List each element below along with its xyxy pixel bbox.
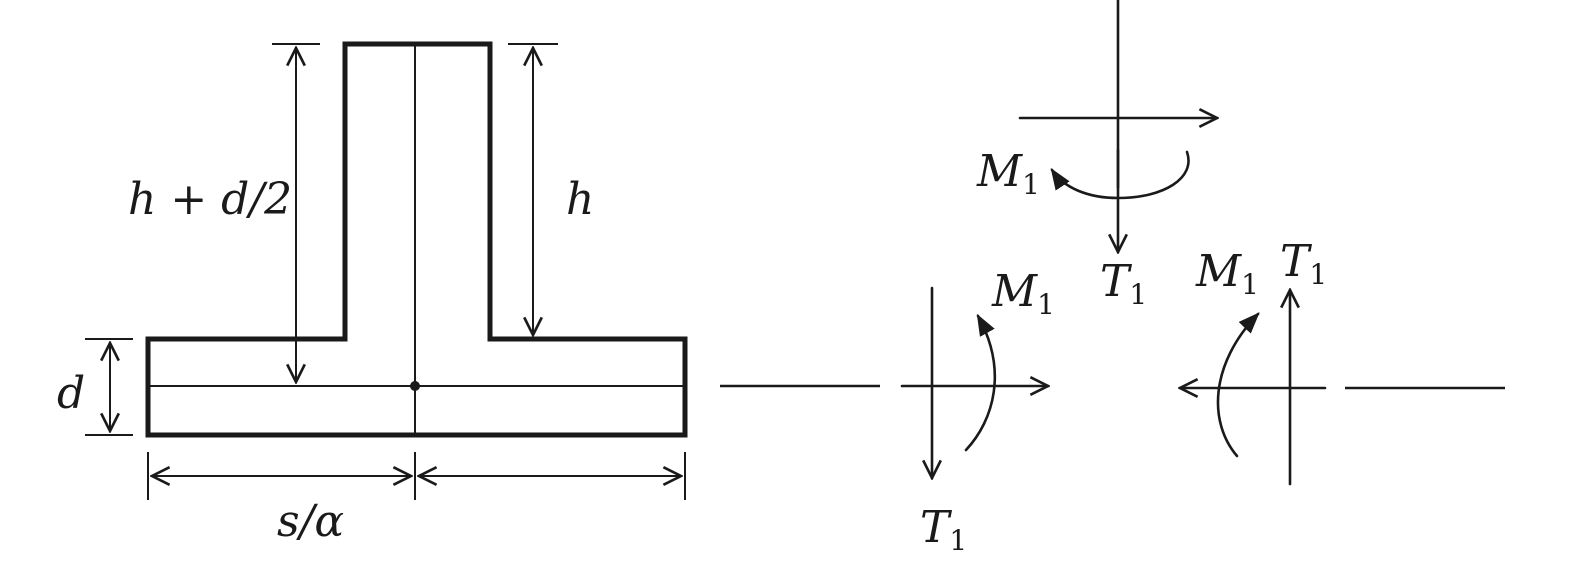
fbd-right-moment-arrow: [1216, 312, 1260, 458]
t-section-outline: [145, 41, 688, 438]
label-m1-left: M1: [991, 266, 1055, 321]
t-section: [145, 41, 688, 438]
label-h: h: [566, 174, 594, 225]
label-h-plus-d2: h + d/2: [128, 174, 292, 225]
fbd-left-moment-arrow: [964, 313, 997, 452]
dim-s-alpha: [147, 452, 686, 500]
label-d: d: [57, 368, 85, 419]
dim-h-plus-d2: [272, 43, 320, 382]
label-t1-right: T1: [1280, 236, 1327, 291]
label-s-alpha: s/α: [277, 496, 344, 547]
centroid-dot: [410, 381, 420, 391]
dim-h: [508, 43, 558, 335]
fbd-top: [1018, 0, 1217, 252]
label-t1-top: T1: [1100, 256, 1147, 311]
fbd-right: [1180, 290, 1505, 486]
dim-d: [85, 338, 133, 436]
fbd-left: [720, 286, 1048, 478]
fbd-top-moment-arrow: [1050, 150, 1190, 200]
label-t1-left: T1: [920, 502, 967, 557]
label-m1-top: M1: [976, 146, 1040, 201]
label-m1-right: M1: [1195, 246, 1259, 301]
